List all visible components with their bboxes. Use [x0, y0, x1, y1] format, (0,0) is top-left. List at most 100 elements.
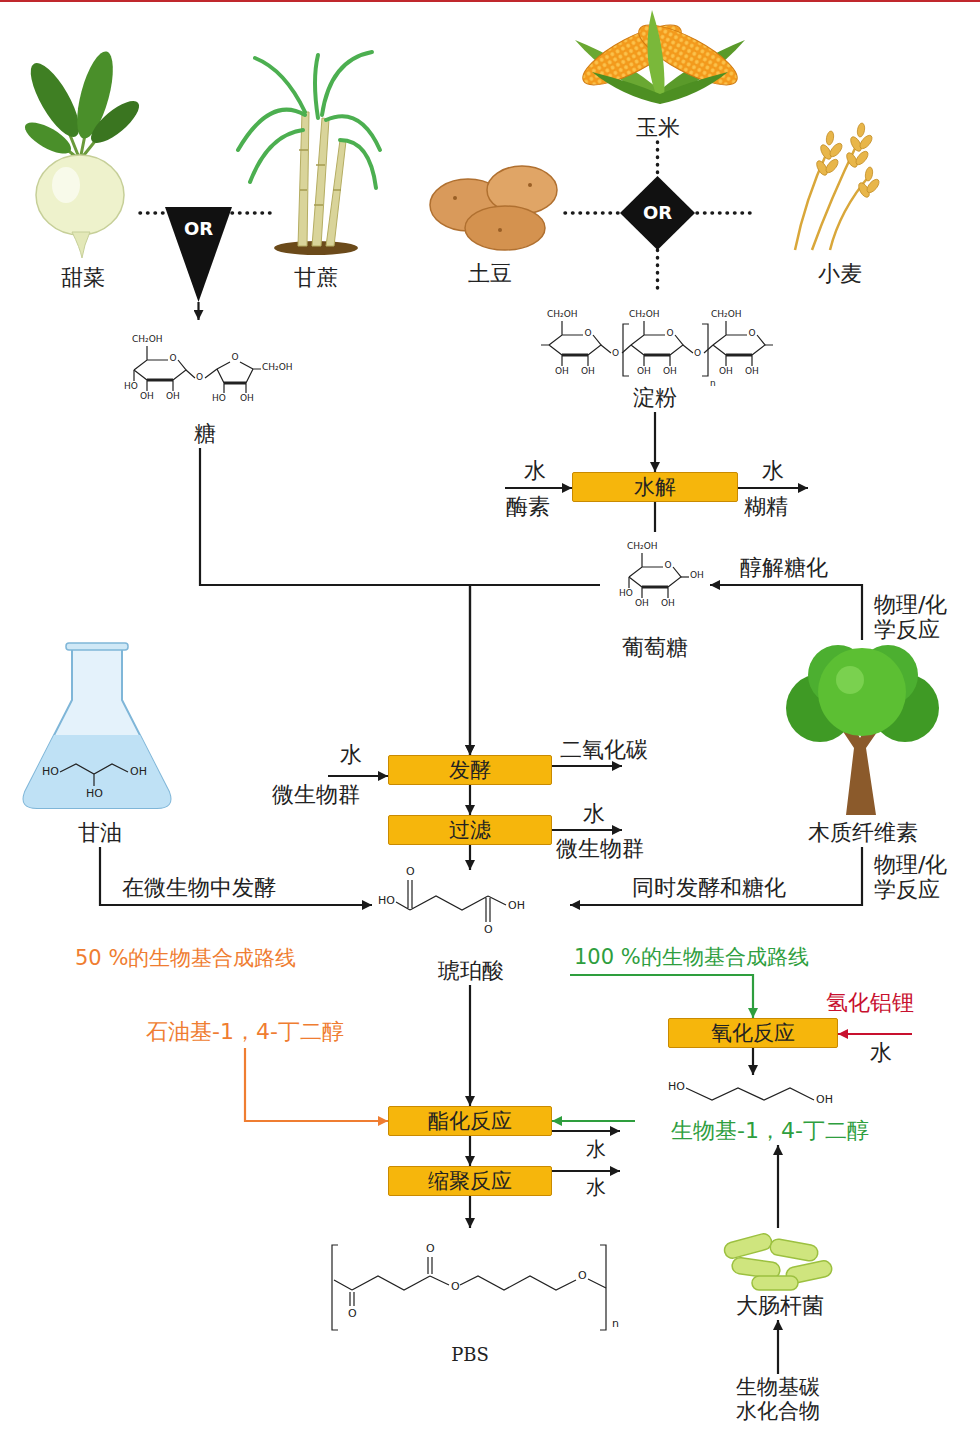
flow-arrow: [654, 502, 656, 532]
atom-label: O: [484, 924, 493, 936]
node-label: 水解: [634, 475, 676, 499]
starch-structure: [541, 321, 773, 376]
atom-label: O: [667, 329, 674, 339]
node-label: 生物基碳 水化合物: [730, 1375, 826, 1423]
atom-label: HO: [86, 788, 103, 800]
flow-arrow: [197, 302, 199, 320]
atom-label: HO: [619, 589, 633, 599]
side-label: 水: [583, 801, 605, 826]
flow-arrow: [469, 1196, 471, 1228]
flow-arrow: [752, 1048, 754, 1075]
node-label: OR: [184, 219, 213, 240]
wheat-item: 小麦: [750, 125, 930, 288]
node-label: 甘油: [78, 820, 122, 845]
process-box: 酯化反应: [388, 1106, 552, 1136]
node-label: 生物基-1，4-丁二醇: [671, 1118, 869, 1143]
node-label: PBS: [451, 1345, 489, 1366]
atom-label: O: [451, 1281, 460, 1293]
dotted-connector: [140, 211, 165, 215]
potato-illustration: [430, 166, 557, 250]
wheat-illustration: [795, 122, 881, 250]
atom-label: O: [665, 561, 672, 571]
flow-arrow: [710, 585, 862, 640]
side-label: 水: [870, 1040, 892, 1065]
atom-label: HO: [124, 382, 138, 392]
glucose-item: 葡萄糖: [600, 532, 710, 662]
atom-label: CH₂OH: [629, 310, 660, 320]
side-label: 物理/化学反应: [874, 852, 958, 903]
potato-item: 土豆: [415, 160, 565, 288]
beet-item: 甜菜: [25, 50, 140, 292]
atom-label: OH: [140, 392, 154, 402]
atom-label: OH: [690, 571, 704, 581]
side-label: 二氧化碳: [560, 737, 648, 762]
node-label: 发酵: [449, 758, 491, 782]
glucose-structure: [629, 553, 689, 598]
flow-arrow: [777, 1320, 779, 1374]
atom-label: O: [694, 349, 701, 359]
atom-label: O: [749, 329, 756, 339]
node-label: 小麦: [818, 261, 862, 286]
atom-label: CH₂OH: [262, 363, 293, 373]
flow-arrow: [469, 785, 471, 815]
atom-label: OH: [816, 1094, 833, 1106]
side-label: 物理/化学反应: [874, 592, 958, 643]
corn-illustration: [575, 10, 745, 104]
flow-arrow: [100, 847, 372, 905]
flow-arrow: [470, 585, 600, 755]
node-label: 缩聚反应: [428, 1169, 512, 1193]
glycerol-item: 甘油: [25, 645, 175, 847]
dotted-connector: [695, 211, 750, 215]
flow-arrow: [245, 1048, 388, 1121]
atom-label: OH: [581, 367, 595, 377]
edge-label: 100 %的生物基合成路线: [572, 945, 811, 969]
ecoli-illustration: [723, 1232, 833, 1290]
process-box: 水解: [572, 472, 738, 502]
side-label: 水: [762, 458, 784, 483]
side-label: 水: [524, 458, 546, 483]
node-label: 甜菜: [61, 265, 105, 290]
side-label: 氢化铝锂: [826, 990, 914, 1015]
atom-label: CH₂OH: [627, 542, 658, 552]
atom-label: OH: [130, 766, 147, 778]
pbs-structure: [332, 1245, 606, 1330]
edge-label: 醇解糖化: [738, 555, 830, 580]
side-label: 水: [340, 742, 362, 767]
node-label: 淀粉: [633, 385, 677, 410]
atom-label: OH: [745, 367, 759, 377]
node-label: 琥珀酸: [438, 958, 504, 983]
lignocellulose-item: 木质纤维素: [770, 640, 955, 847]
node-label: 糖: [194, 421, 216, 446]
atom-label: HO: [378, 895, 395, 907]
side-label: 50 %的生物基合成路线: [75, 946, 296, 970]
node-label: 土豆: [468, 261, 512, 286]
node-label: 甘蔗: [294, 265, 338, 290]
feedstock-node: 生物基碳 水化合物: [730, 1374, 826, 1424]
or-gate-triangle: OR: [165, 207, 232, 302]
pbs-item: PBS: [320, 1228, 620, 1368]
flow-arrow: [469, 1136, 471, 1166]
sugarcane-illustration: [238, 52, 380, 255]
process-box: 过滤: [388, 815, 552, 845]
atom-label: O: [578, 1270, 587, 1282]
node-label: 过滤: [449, 818, 491, 842]
succinic-acid-item: 琥珀酸: [372, 870, 570, 985]
atom-label: OH: [508, 900, 525, 912]
node-label: 石油基-1，4-丁二醇: [146, 1019, 344, 1044]
sugarcane-item: 甘蔗: [270, 50, 362, 292]
atom-label: O: [232, 353, 239, 363]
dotted-connector: [656, 142, 660, 176]
corn-item: 玉米: [560, 5, 755, 142]
flow-arrow: [469, 845, 471, 870]
atom-label: OH: [240, 394, 254, 404]
atom-label: O: [426, 1243, 435, 1255]
flow-arrow: [552, 1120, 635, 1122]
route-source: 石油基-1，4-丁二醇: [105, 1016, 385, 1048]
node-label: 大肠杆菌: [736, 1293, 824, 1318]
node-label: 葡萄糖: [622, 635, 688, 660]
side-label: 糊精: [744, 494, 788, 519]
atom-label: O: [585, 329, 592, 339]
flow-arrow: [570, 975, 753, 1018]
flow-arrow: [200, 448, 470, 755]
